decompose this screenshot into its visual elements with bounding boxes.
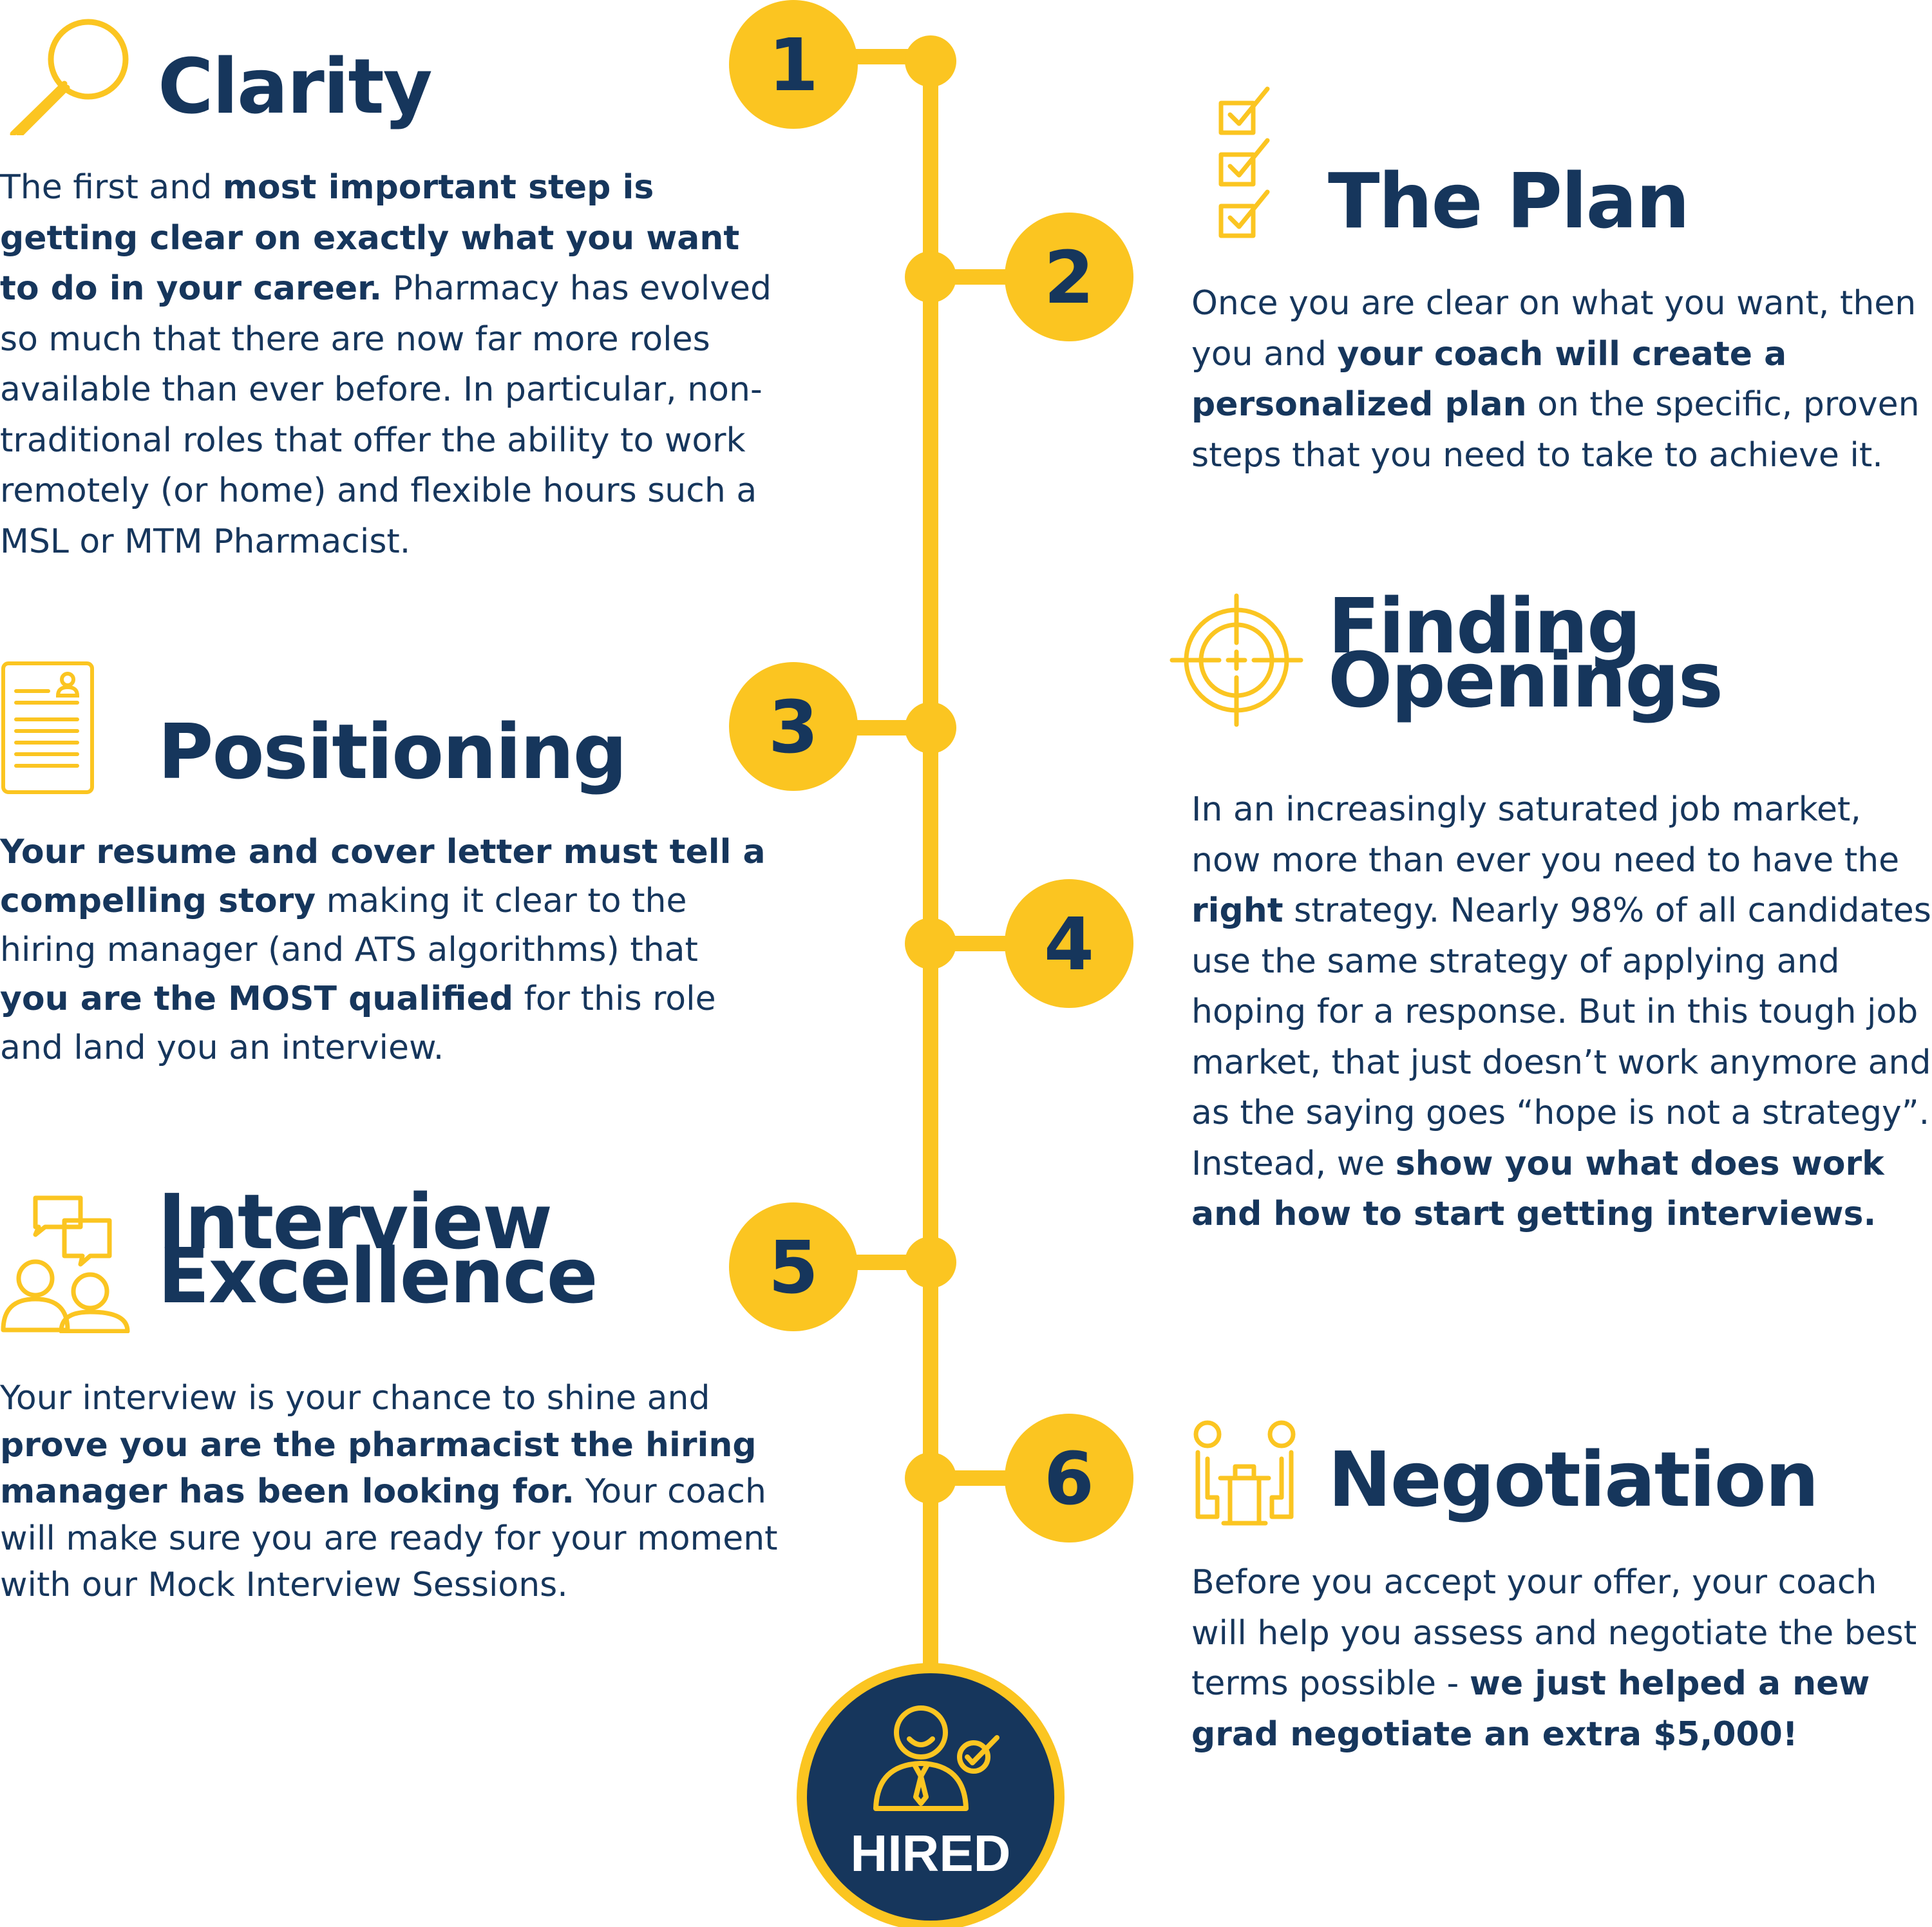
step-4-badge xyxy=(1005,879,1133,1008)
step-3-badge xyxy=(729,662,858,791)
negotiation-text: Before you accept your offer, your coach… xyxy=(1191,1563,1917,1754)
hired-person-icon xyxy=(873,1705,999,1811)
step-2-number: 2 xyxy=(1044,236,1094,320)
timeline-step-2: 2 xyxy=(905,213,1133,341)
step-5-badge xyxy=(729,1202,858,1331)
timeline-step-4: 4 xyxy=(905,879,1133,1008)
timeline-node xyxy=(905,1237,956,1288)
step-3-number: 3 xyxy=(768,686,819,770)
step-4-number: 4 xyxy=(1044,903,1094,987)
timeline-step-5: 5 xyxy=(729,1202,956,1331)
target-icon xyxy=(1170,593,1303,727)
step-6-number: 6 xyxy=(1044,1438,1094,1521)
timeline-step-3: 3 xyxy=(729,662,956,791)
timeline-node xyxy=(905,35,956,87)
positioning-title: Positioning xyxy=(158,707,627,796)
negotiation-table-icon xyxy=(1193,1420,1296,1526)
hired-label: HIRED xyxy=(851,1825,1011,1882)
step-2-badge xyxy=(1005,213,1133,341)
hired-badge: HIRED xyxy=(797,1663,1065,1927)
plan-text: Once you are clear on what you want, the… xyxy=(1191,284,1920,475)
step-6-badge xyxy=(1005,1414,1133,1543)
timeline-node xyxy=(905,918,956,969)
clarity-title: Clarity xyxy=(158,42,433,131)
step-1-number: 1 xyxy=(768,24,819,108)
plan-title: The Plan xyxy=(1328,157,1690,245)
step-5-number: 5 xyxy=(768,1226,819,1310)
openings-text: In an increasingly saturated job market,… xyxy=(1191,790,1931,1233)
timeline-node xyxy=(905,702,956,754)
interview-text: Your interview is your chance to shine a… xyxy=(0,1379,778,1604)
magnifier-icon xyxy=(10,19,129,135)
interview-title: Interview Excellence xyxy=(158,1177,598,1320)
timeline-node xyxy=(905,251,956,303)
positioning-text: Your resume and cover letter must tell a… xyxy=(0,833,766,1067)
clarity-text: The first and most important step is get… xyxy=(0,168,772,561)
step-1-badge xyxy=(729,0,858,129)
openings-title: Finding Openings xyxy=(1328,582,1723,725)
timeline-step-1: 1 xyxy=(729,0,956,129)
negotiation-title: Negotiation xyxy=(1328,1435,1819,1524)
timeline-step-6: 6 xyxy=(905,1414,1133,1543)
checklist-icon xyxy=(1218,86,1270,238)
timeline-node xyxy=(905,1452,956,1504)
resume-icon xyxy=(1,661,94,794)
chat-people-icon xyxy=(1,1195,130,1333)
